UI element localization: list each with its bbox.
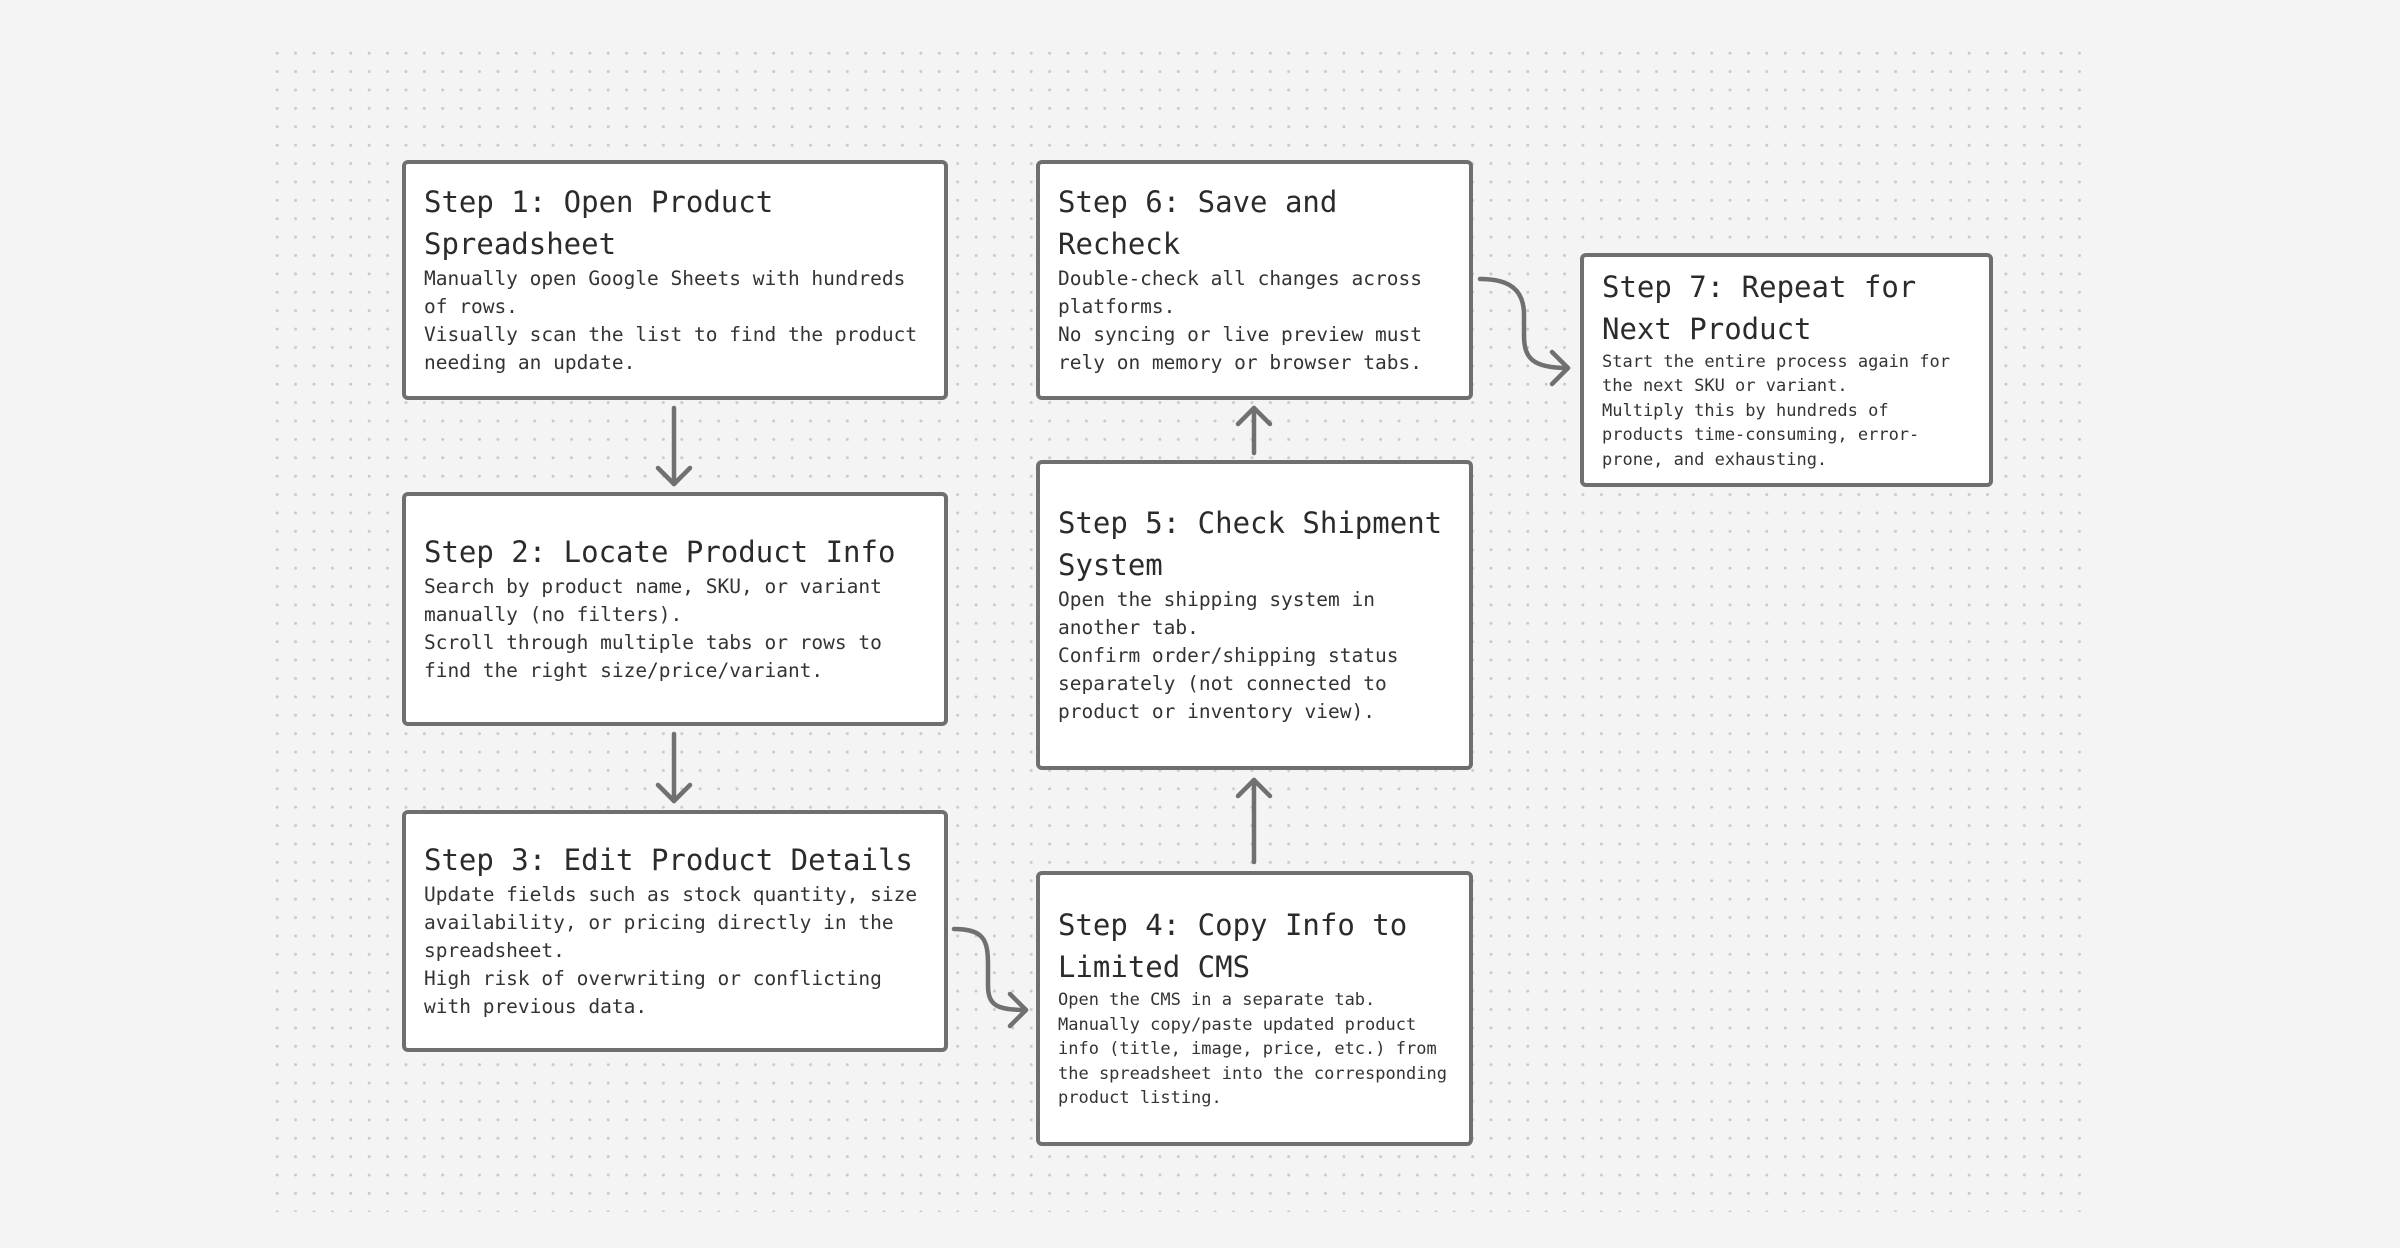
- step-2-box: Step 2: Locate Product Info Search by pr…: [402, 492, 948, 726]
- step-6-line-2: No syncing or live preview must rely on …: [1058, 323, 1422, 374]
- step-5-title: Step 5: Check Shipment System: [1058, 506, 1443, 582]
- step-6-box: Step 6: Save and Recheck Double-check al…: [1036, 160, 1473, 400]
- step-1-box: Step 1: Open Product Spreadsheet Manuall…: [402, 160, 948, 400]
- step-4-title: Step 4: Copy Info to Limited CMS: [1058, 908, 1408, 985]
- step-4-box: Step 4: Copy Info to Limited CMS Open th…: [1036, 871, 1473, 1146]
- step-3-line-2: High risk of overwriting or conflicting …: [424, 967, 882, 1018]
- step-2-title: Step 2: Locate Product Info: [424, 535, 896, 569]
- step-3-line-1: Update fields such as stock quantity, si…: [424, 883, 918, 962]
- step-7-title: Step 7: Repeat for Next Product: [1602, 269, 1917, 346]
- step-5-line-2: Confirm order/shipping status separately…: [1058, 644, 1399, 723]
- step-2-line-2: Scroll through multiple tabs or rows to …: [424, 631, 882, 682]
- step-1-title: Step 1: Open Product Spreadsheet: [424, 185, 774, 261]
- step-3-title: Step 3: Edit Product Details: [424, 843, 913, 877]
- step-7-line-2: Multiply this by hundreds of products ti…: [1602, 400, 1920, 470]
- step-7-line-1: Start the entire process again for the n…: [1602, 351, 1950, 397]
- step-6-line-1: Double-check all changes across platform…: [1058, 267, 1422, 318]
- step-5-box: Step 5: Check Shipment System Open the s…: [1036, 460, 1473, 770]
- step-1-line-2: Visually scan the list to find the produ…: [424, 323, 918, 374]
- step-3-box: Step 3: Edit Product Details Update fiel…: [402, 810, 948, 1052]
- step-1-line-1: Manually open Google Sheets with hundred…: [424, 267, 906, 318]
- step-2-line-1: Search by product name, SKU, or variant …: [424, 575, 882, 626]
- step-6-title: Step 6: Save and Recheck: [1058, 185, 1338, 261]
- step-5-line-1: Open the shipping system in another tab.: [1058, 588, 1375, 639]
- step-4-line-2: Manually copy/paste updated product info…: [1058, 1014, 1447, 1109]
- step-7-box: Step 7: Repeat for Next Product Start th…: [1580, 253, 1993, 487]
- step-4-line-1: Open the CMS in a separate tab.: [1058, 990, 1376, 1011]
